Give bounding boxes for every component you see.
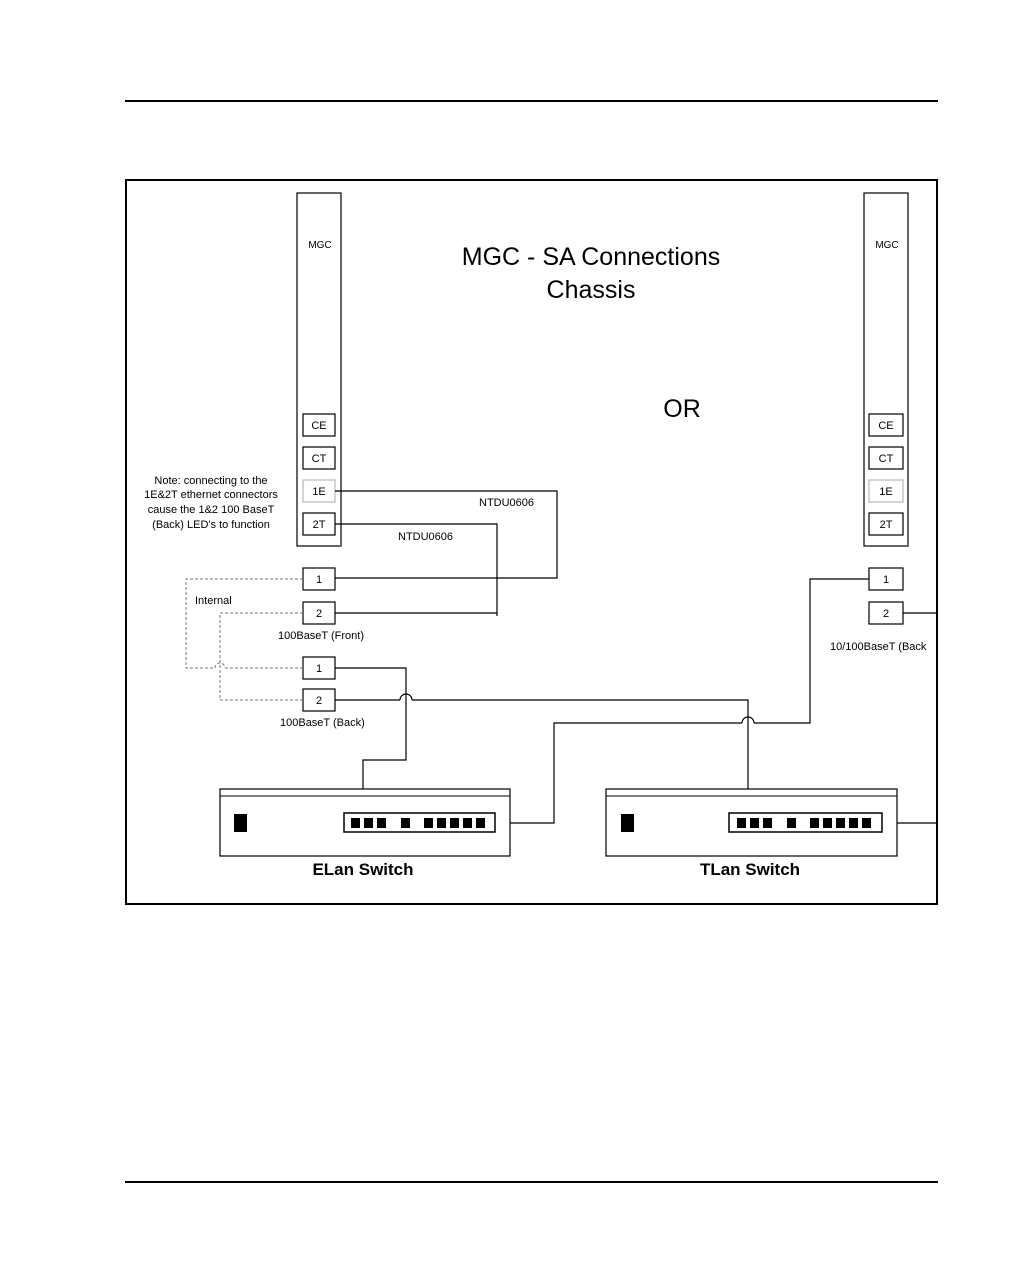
or-label: OR xyxy=(663,395,701,423)
right-port-1e: 1E xyxy=(868,479,904,503)
svg-text:2: 2 xyxy=(883,608,889,620)
left-port-2t: 2T xyxy=(302,512,336,536)
left-port-ce: CE xyxy=(302,413,336,437)
svg-text:1E: 1E xyxy=(312,486,325,498)
header-rule xyxy=(125,100,938,102)
svg-text:(Back) LED's to function: (Back) LED's to function xyxy=(152,519,270,531)
left-mgc-label: MGC xyxy=(308,240,331,251)
svg-text:CT: CT xyxy=(312,453,327,465)
right-back-port-1: 1 xyxy=(868,567,904,591)
elan-switch-label: ELan Switch xyxy=(312,860,413,879)
cable-lines xyxy=(335,490,937,824)
front-ports-label: 100BaseT (Front) xyxy=(278,630,364,642)
back-port-2: 2 xyxy=(302,688,336,712)
diagram-title-line1: MGC - SA Connections xyxy=(462,243,720,271)
right-port-ce: CE xyxy=(868,413,904,437)
internal-label: Internal xyxy=(195,595,232,607)
left-port-ct: CT xyxy=(302,446,336,470)
svg-text:1: 1 xyxy=(316,574,322,586)
svg-text:CE: CE xyxy=(878,420,893,432)
svg-text:1E: 1E xyxy=(879,486,892,498)
right-mgc-label: MGC xyxy=(875,240,898,251)
tlan-status-led xyxy=(621,814,634,832)
right-port-ct: CT xyxy=(868,446,904,470)
connection-note: Note: connecting to the 1E&2T ethernet c… xyxy=(144,475,278,531)
svg-text:Note: connecting to the: Note: connecting to the xyxy=(154,475,267,487)
svg-text:2: 2 xyxy=(316,608,322,620)
diagram-title-line2: Chassis xyxy=(547,276,636,304)
back-ports-label: 100BaseT (Back) xyxy=(280,717,365,729)
svg-text:CE: CE xyxy=(311,420,326,432)
front-port-1: 1 xyxy=(302,567,336,591)
back-port-1: 1 xyxy=(302,656,336,680)
footer-rule xyxy=(125,1181,938,1183)
elan-status-led xyxy=(234,814,247,832)
left-mgc-card: MGC CE CT 1E 2T xyxy=(296,192,342,547)
svg-text:2T: 2T xyxy=(313,519,326,531)
left-port-1e: 1E xyxy=(302,479,336,503)
cable-label-ntdu0606-1: NTDU0606 xyxy=(479,497,534,509)
tlan-switch xyxy=(605,788,898,857)
tlan-switch-label: TLan Switch xyxy=(700,860,800,879)
elan-port-blocks xyxy=(351,818,485,828)
svg-text:1: 1 xyxy=(316,663,322,675)
svg-text:CT: CT xyxy=(879,453,894,465)
front-port-2: 2 xyxy=(302,601,336,625)
svg-text:1E&2T ethernet connectors: 1E&2T ethernet connectors xyxy=(144,489,278,501)
svg-text:2: 2 xyxy=(316,695,322,707)
diagram-frame xyxy=(125,179,938,905)
right-mgc-card: MGC CE CT 1E 2T xyxy=(863,192,909,547)
svg-text:1: 1 xyxy=(883,574,889,586)
cable-label-ntdu0606-2: NTDU0606 xyxy=(398,531,453,543)
tlan-port-blocks xyxy=(737,818,871,828)
svg-text:2T: 2T xyxy=(880,519,893,531)
right-back-ports-label: 10/100BaseT (Back xyxy=(830,641,927,653)
svg-text:cause the 1&2 100 BaseT: cause the 1&2 100 BaseT xyxy=(148,504,275,516)
internal-dashed-links xyxy=(185,578,303,701)
right-back-port-2: 2 xyxy=(868,601,904,625)
right-port-2t: 2T xyxy=(868,512,904,536)
elan-switch xyxy=(219,788,511,857)
